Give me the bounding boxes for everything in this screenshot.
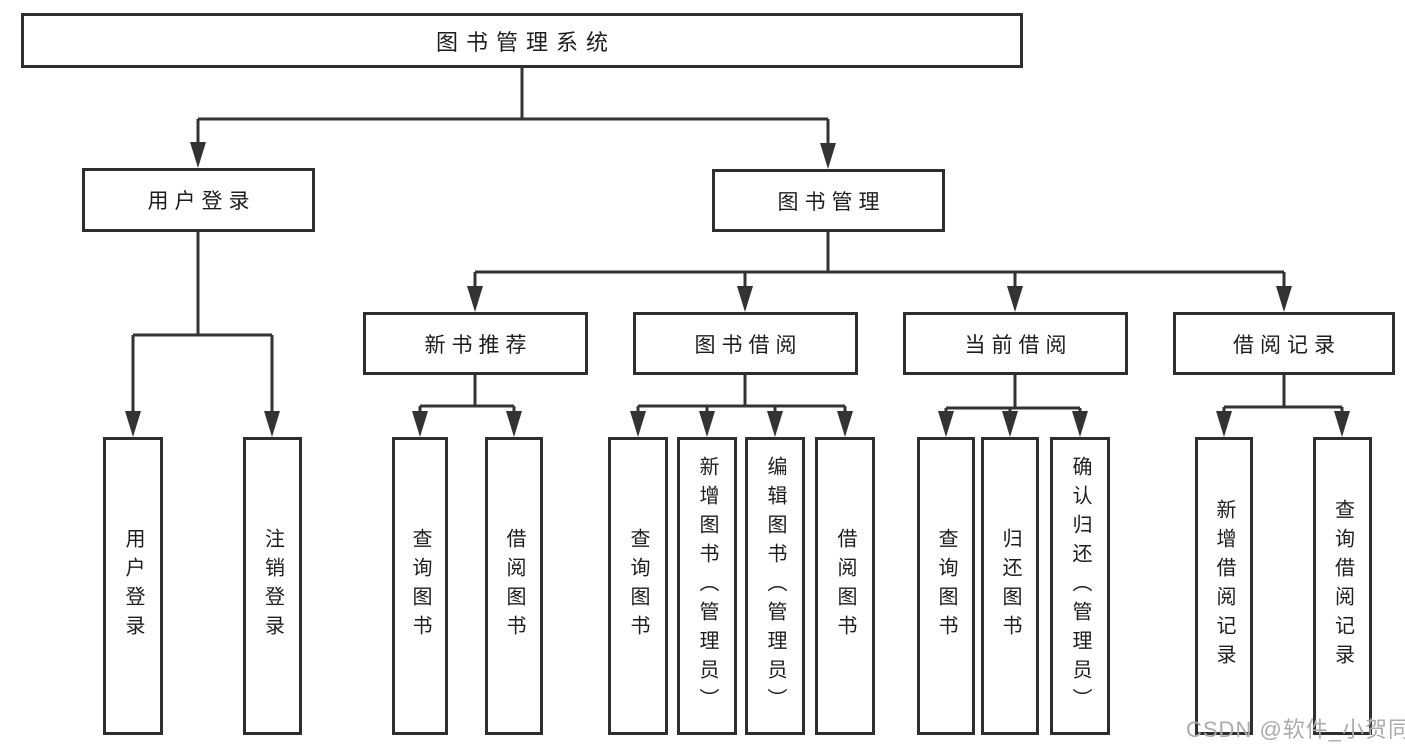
connector-book-borrow-children xyxy=(636,375,847,416)
connector-root-to-level2 xyxy=(196,68,830,147)
leaf-query-borrow-record-label: 查询借阅记录 xyxy=(1331,499,1354,673)
leaf-add-book-admin: 新增图书（管理员） xyxy=(677,437,737,735)
leaf-edit-book-admin: 编辑图书（管理员） xyxy=(745,437,805,735)
node-book-management: 图书管理 xyxy=(712,169,945,232)
leaf-confirm-return-admin-label: 确认归还（管理员） xyxy=(1069,455,1091,717)
leaf-return-book-label: 归还图书 xyxy=(999,528,1021,644)
leaf-add-borrow-record: 新增借阅记录 xyxy=(1195,437,1253,735)
leaf-add-book-admin-label: 新增图书（管理员） xyxy=(696,455,718,717)
node-borrowing-records: 借阅记录 xyxy=(1173,312,1395,375)
leaf-user-login-label: 用户登录 xyxy=(122,528,144,644)
leaf-query-books-current: 查询图书 xyxy=(917,437,975,735)
leaf-add-borrow-record-label: 新增借阅记录 xyxy=(1213,499,1235,673)
leaf-borrow-books-borrowing: 借阅图书 xyxy=(815,437,875,735)
leaf-return-book: 归还图书 xyxy=(981,437,1039,735)
connector-book-mgmt-children xyxy=(473,232,1286,291)
node-library-management-system: 图书管理系统 xyxy=(21,13,1023,68)
leaf-borrow-books-recommend: 借阅图书 xyxy=(485,437,543,735)
node-new-book-recommendation: 新书推荐 xyxy=(363,312,588,375)
leaf-query-books-recommend-label: 查询图书 xyxy=(409,528,431,644)
node-user-login: 用户登录 xyxy=(82,168,315,232)
leaf-confirm-return-admin: 确认归还（管理员） xyxy=(1050,437,1110,735)
leaf-user-login: 用户登录 xyxy=(103,437,163,735)
connector-current-borrow-children xyxy=(944,375,1082,416)
leaf-borrow-books-recommend-label: 借阅图书 xyxy=(503,528,525,644)
connector-user-login-children xyxy=(131,232,274,416)
leaf-edit-book-admin-label: 编辑图书（管理员） xyxy=(764,455,786,717)
leaf-query-books-recommend: 查询图书 xyxy=(392,437,448,735)
connector-new-book-children xyxy=(418,375,516,416)
watermark: CSDN @软件_小贺同学 xyxy=(1186,717,1405,742)
leaf-logout: 注销登录 xyxy=(243,437,302,735)
connector-borrow-record-children xyxy=(1222,375,1344,416)
node-book-borrowing: 图书借阅 xyxy=(633,312,858,375)
leaf-borrow-books-borrowing-label: 借阅图书 xyxy=(834,528,856,644)
leaf-query-books-borrowing-label: 查询图书 xyxy=(627,528,649,644)
leaf-query-books-borrowing: 查询图书 xyxy=(608,437,668,735)
leaf-logout-label: 注销登录 xyxy=(261,528,284,644)
node-current-borrowing: 当前借阅 xyxy=(903,312,1128,375)
leaf-query-borrow-record: 查询借阅记录 xyxy=(1313,437,1372,735)
arrowheads xyxy=(125,142,1350,437)
leaf-query-books-current-label: 查询图书 xyxy=(935,528,957,644)
